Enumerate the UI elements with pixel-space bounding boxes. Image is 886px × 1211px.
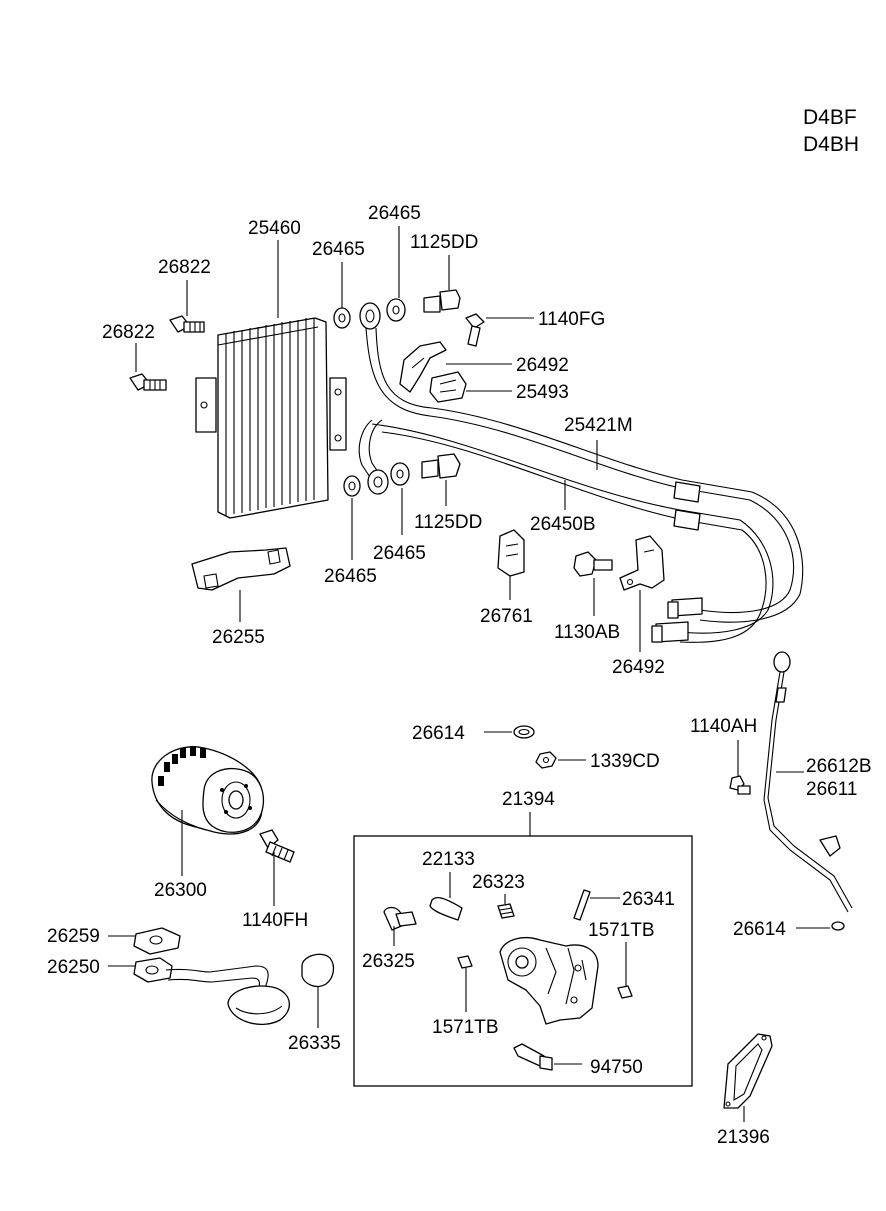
nut-1339CD: [535, 751, 557, 769]
gasket-26614-lower: [831, 921, 845, 931]
part-label-26465-a: 26465: [312, 239, 365, 260]
plug-26325: [383, 906, 417, 931]
gasket-26614-upper: [513, 725, 535, 739]
part-label-26335: 26335: [288, 1033, 341, 1054]
bolt-1130AB: [573, 551, 613, 577]
oil-strainer-26250: [133, 957, 290, 1025]
clamp-25493: [429, 371, 467, 403]
part-label-1571TB-a: 1571TB: [588, 920, 655, 941]
bolt-1140FH: [259, 829, 295, 863]
part-label-21394: 21394: [502, 789, 555, 810]
eye-fitting-lower: [367, 469, 389, 495]
engine-code-1: D4BF: [803, 106, 857, 129]
bolt-26822-lower: [129, 373, 167, 391]
shield-26255: [191, 547, 291, 591]
part-label-26465-b: 26465: [368, 203, 421, 224]
part-label-26300: 26300: [154, 880, 207, 901]
part-label-26611: 26611: [806, 779, 857, 800]
washer-26465-top-right: [386, 298, 406, 322]
gasket-26259: [133, 927, 181, 955]
dipstick: [763, 651, 853, 913]
part-label-26761: 26761: [480, 606, 533, 627]
gasket-21396: [723, 1033, 773, 1109]
spring-26323: [497, 903, 515, 919]
banjo-bolt-1125DD-upper: [423, 289, 461, 313]
part-label-25421M: 25421M: [564, 415, 633, 436]
oil-pump-body: [499, 937, 599, 1025]
bolt-26822-upper: [169, 315, 205, 333]
part-label-26465-c: 26465: [324, 566, 377, 587]
oil-pump-assembly-box: [353, 835, 693, 1087]
part-label-25493: 25493: [516, 382, 569, 403]
bracket-26492-lower: [619, 535, 665, 591]
part-label-26492-a: 26492: [516, 355, 569, 376]
clip-26761: [497, 529, 525, 577]
part-label-26325: 26325: [362, 951, 415, 972]
pipe-fittings: [651, 481, 703, 643]
plug-1571TB-right: [617, 985, 633, 999]
part-label-26822-b: 26822: [102, 322, 155, 343]
part-label-1140FG: 1140FG: [538, 309, 605, 330]
bolt-1140AH: [729, 775, 751, 795]
banjo-bolt-1125DD-lower: [421, 453, 461, 479]
engine-code-2: D4BH: [803, 133, 859, 156]
part-label-26255: 26255: [212, 627, 265, 648]
bracket-26492-upper: [399, 341, 447, 393]
plug-1571TB-left: [457, 955, 473, 969]
washer-26465-lower-left: [343, 475, 361, 497]
oil-cooler: [195, 317, 347, 519]
eye-fitting-top: [359, 302, 381, 330]
part-label-1339CD: 1339CD: [590, 751, 660, 772]
part-label-26341: 26341: [622, 889, 675, 910]
part-label-26259: 26259: [47, 926, 100, 947]
washer-26465-lower-right: [390, 462, 410, 486]
washer-26465-top-left: [333, 307, 351, 329]
part-label-1125DD-a: 1125DD: [410, 232, 478, 253]
part-label-25460: 25460: [248, 218, 301, 239]
part-label-22133: 22133: [422, 849, 475, 870]
pin-26341: [573, 889, 591, 921]
part-label-26612B: 26612B: [806, 756, 872, 777]
bolt-1140FG: [465, 313, 485, 347]
part-label-26450B: 26450B: [530, 514, 596, 535]
part-label-26822-a: 26822: [158, 257, 211, 278]
part-label-1140AH: 1140AH: [690, 716, 757, 737]
cap-26335: [301, 953, 335, 988]
part-label-26250: 26250: [47, 957, 100, 978]
plunger-22133: [429, 896, 463, 921]
part-label-94750: 94750: [590, 1057, 643, 1078]
part-label-1125DD-b: 1125DD: [414, 512, 482, 533]
part-label-26492-b: 26492: [612, 657, 665, 678]
part-label-21396: 21396: [717, 1127, 770, 1148]
part-label-1130AB: 1130AB: [554, 622, 620, 643]
cooler-pipes: [358, 327, 804, 643]
oil-pressure-switch-94750: [513, 1043, 553, 1071]
part-label-1571TB-b: 1571TB: [432, 1017, 499, 1038]
part-label-26614-a: 26614: [412, 723, 465, 744]
part-label-26465-d: 26465: [373, 543, 426, 564]
oil-filter-26300: [151, 746, 265, 835]
part-label-26323: 26323: [472, 872, 525, 893]
part-label-26614-b: 26614: [733, 919, 786, 940]
part-label-1140FH: 1140FH: [242, 910, 308, 931]
